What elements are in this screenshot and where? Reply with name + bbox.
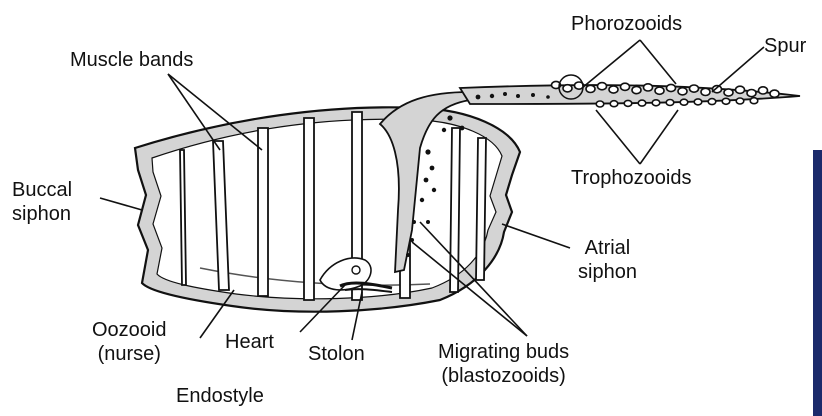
spur-bud (598, 83, 607, 90)
label-atrial-siphon-line-1: Atrial (578, 236, 637, 260)
spur-bud (724, 89, 733, 96)
spur-bud (563, 85, 572, 92)
spur-bud (609, 86, 618, 93)
label-oozooid-line-1: Oozooid (92, 318, 167, 342)
spur-bud (694, 99, 702, 105)
spur-bud (736, 86, 745, 93)
spur-bud (770, 90, 779, 97)
spur-bud (644, 84, 653, 91)
spur-bud (680, 99, 688, 105)
spur-bud (667, 84, 676, 91)
spur-bud (652, 100, 660, 106)
spur-bud (747, 90, 756, 97)
spur-bud (736, 98, 744, 104)
label-oozooid: Oozooid (nurse) (92, 318, 167, 366)
spur-bud (586, 85, 595, 92)
label-oozooid-line-2: (nurse) (92, 342, 167, 366)
spur-bud (666, 100, 674, 106)
spur-bud (621, 83, 630, 90)
spur-bud (690, 85, 699, 92)
spur-bud (701, 88, 710, 95)
spur-bud (655, 87, 664, 94)
label-migrating-buds-line-1: Migrating buds (438, 340, 569, 364)
label-atrial-siphon-line-2: siphon (578, 260, 637, 284)
label-phorozooids: Phorozooids (571, 12, 682, 36)
label-migrating-buds-line-2: (blastozooids) (438, 364, 569, 388)
spur-bud (624, 100, 632, 106)
page-edge (813, 150, 822, 416)
spur-bud (610, 101, 618, 107)
label-atrial-siphon: Atrial siphon (578, 236, 637, 284)
label-stolon: Stolon (308, 342, 365, 366)
spur-bud (708, 99, 716, 105)
label-heart: Heart (225, 330, 274, 354)
label-migrating-buds: Migrating buds (blastozooids) (438, 340, 569, 388)
label-buccal-siphon-line-2: siphon (12, 202, 72, 226)
label-trophozooids: Trophozooids (571, 166, 691, 190)
label-buccal-siphon-line-1: Buccal (12, 178, 72, 202)
spur-bud (750, 98, 758, 104)
label-buccal-siphon: Buccal siphon (12, 178, 72, 226)
label-endostyle: Endostyle (176, 384, 264, 408)
spur-bud (722, 98, 730, 104)
spur-bud (638, 100, 646, 106)
spur-bud (759, 87, 768, 94)
spur-bud (632, 87, 641, 94)
label-muscle-bands: Muscle bands (70, 48, 193, 72)
spur-bud (596, 101, 604, 107)
spur-bud (678, 88, 687, 95)
label-spur: Spur (764, 34, 806, 58)
